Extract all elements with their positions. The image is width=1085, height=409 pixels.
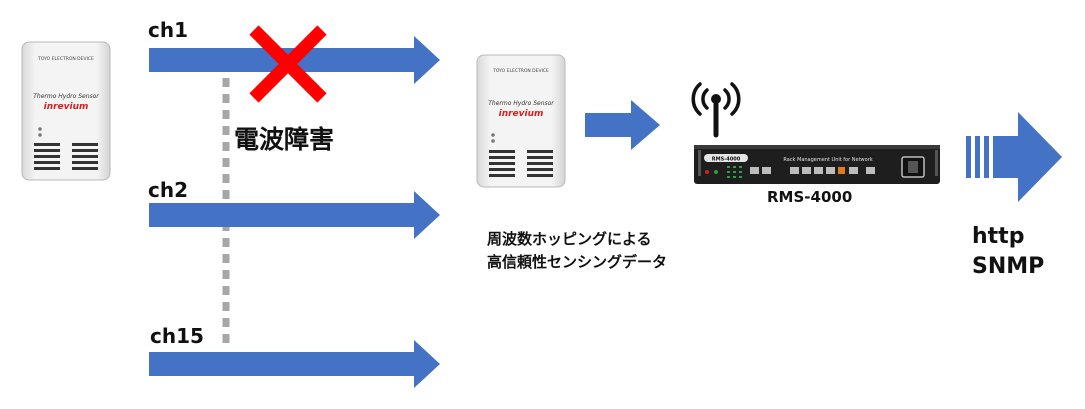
sensor-vents — [489, 150, 553, 177]
protocol-snmp: SNMP — [972, 254, 1045, 279]
channel-label-ch1: ch1 — [148, 18, 189, 42]
interference-label: 電波障害 — [234, 125, 335, 154]
sensor-brand: inrevium — [44, 102, 89, 112]
sensor-brand-top: TOYO ELECTRON DEVICE — [37, 56, 94, 62]
sensor-brand-top: TOYO ELECTRON DEVICE — [492, 68, 549, 74]
wireless-antenna-icon — [691, 82, 741, 138]
receiver-note-line-2: 高信頼性センシングデータ — [487, 253, 668, 271]
cross-icon — [249, 25, 327, 103]
sensor-led — [491, 139, 495, 143]
protocol-http: http — [972, 224, 1025, 249]
source-sensor: TOYO ELECTRON DEVICE Thermo Hydro Sensor… — [21, 41, 111, 181]
arrow-to-rms — [585, 100, 660, 150]
receiver-sensor: TOYO ELECTRON DEVICE Thermo Hydro Sensor… — [476, 54, 566, 188]
receiver-note: 周波数ホッピングによる 高信頼性センシングデータ — [487, 228, 667, 274]
protocol-list: http SNMP — [972, 222, 1044, 282]
device-panel-title: Rack Management Unit for Network — [783, 157, 872, 163]
channel-label-ch2: ch2 — [148, 178, 189, 202]
sensor-brand: inrevium — [499, 109, 544, 119]
channel-arrow-ch2 — [149, 191, 440, 239]
device-model-label: RMS-4000 — [767, 188, 853, 206]
channel-arrow-ch15 — [149, 340, 440, 388]
sensor-product-name: Thermo Hydro Sensor — [33, 93, 99, 100]
receiver-note-line-1: 周波数ホッピングによる — [487, 230, 652, 248]
sensor-product-name: Thermo Hydro Sensor — [488, 100, 554, 107]
channel-label-ch15: ch15 — [150, 324, 204, 348]
device-panel-badge: RMS-4000 — [712, 157, 741, 163]
rms-device: RMS-4000 Rack Management Unit for Networ… — [694, 145, 940, 184]
sensor-vents — [34, 143, 98, 170]
sensor-led — [38, 133, 42, 137]
sensor-led — [491, 133, 495, 137]
sensor-led — [38, 127, 42, 131]
output-arrow — [966, 112, 1062, 202]
